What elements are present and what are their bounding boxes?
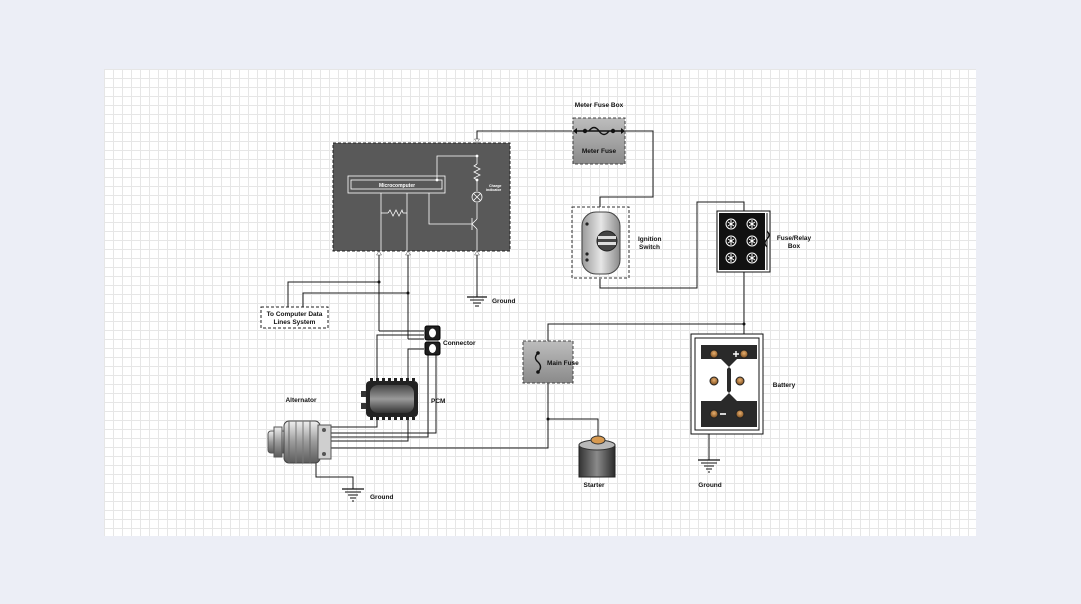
meter-fuse-box[interactable]: Meter Fuse Box Meter Fuse bbox=[572, 102, 626, 165]
charge-indicator-label: Charge bbox=[489, 184, 501, 188]
meter-fuse-box-label: Meter Fuse Box bbox=[575, 102, 624, 109]
junction-dot bbox=[435, 178, 439, 182]
ecu-internal-circuit bbox=[347, 155, 478, 251]
arrow-icon bbox=[621, 128, 625, 134]
starter-terminal-icon bbox=[590, 435, 606, 445]
junction-dot bbox=[475, 178, 479, 182]
microcomputer-label: Microcomputer bbox=[379, 183, 415, 189]
negative-terminal-icon bbox=[709, 409, 719, 419]
pcm-label: PCM bbox=[431, 398, 445, 405]
ground-ecu-label: Ground bbox=[492, 298, 515, 305]
terminal-arrow-icon bbox=[474, 138, 480, 144]
ignition-switch-label-2: Switch bbox=[639, 244, 660, 251]
circuit-diagram: Meter Fuse Box Meter Fuse bbox=[260, 102, 812, 502]
computer-data-box[interactable]: To Computer Data Lines System bbox=[260, 306, 329, 329]
resistor-icon bbox=[387, 208, 404, 217]
terminal-arrow-icon bbox=[376, 250, 382, 256]
meter-fuse-body bbox=[572, 117, 626, 165]
terminal-arrow-icon bbox=[405, 250, 411, 256]
ground-battery: Ground bbox=[698, 459, 722, 489]
connector-label: Connector bbox=[443, 340, 476, 347]
starter-label: Starter bbox=[584, 482, 605, 489]
fuse-terminal-icon bbox=[582, 128, 588, 134]
diagram-canvas: Meter Fuse Box Meter Fuse bbox=[104, 69, 976, 536]
relay-coil-icon bbox=[764, 230, 770, 248]
ecu-block[interactable]: Microcomputer Charge indicator bbox=[332, 138, 511, 256]
positive-terminal-icon bbox=[739, 349, 749, 359]
relay-fuse-grid bbox=[725, 218, 758, 264]
pcm[interactable]: PCM bbox=[361, 378, 445, 420]
ground-battery-label: Ground bbox=[698, 482, 721, 489]
ground-alternator-label: Ground bbox=[370, 494, 393, 501]
fuse-relay-label-2: Box bbox=[788, 243, 801, 250]
main-fuse-label: Main Fuse bbox=[547, 360, 579, 367]
main-fuse[interactable]: Main Fuse bbox=[522, 340, 579, 384]
ground-ecu: Ground bbox=[467, 291, 515, 307]
connector[interactable]: Connector bbox=[424, 325, 476, 356]
meter-fuse-label: Meter Fuse bbox=[582, 148, 617, 155]
starter[interactable]: Starter bbox=[578, 435, 616, 489]
battery[interactable]: Battery bbox=[690, 333, 796, 435]
wire-junctions bbox=[377, 280, 746, 421]
charge-indicator-label-2: indicator bbox=[486, 188, 502, 192]
fuse-terminal-icon bbox=[610, 128, 616, 134]
plus-icon bbox=[733, 351, 739, 357]
fuse-element-icon bbox=[588, 126, 610, 136]
wiring bbox=[287, 130, 745, 489]
computer-data-label-2: Lines System bbox=[274, 319, 316, 326]
resistor-icon bbox=[473, 163, 481, 181]
pcm-pins bbox=[370, 378, 415, 420]
pcm-body bbox=[370, 385, 414, 413]
fuse-element-icon bbox=[534, 352, 542, 373]
ground-alternator: Ground bbox=[342, 488, 393, 502]
alternator[interactable]: Alternator bbox=[267, 397, 332, 464]
computer-data-label-1: To Computer Data bbox=[267, 311, 323, 318]
ignition-switch[interactable]: Ignition Switch bbox=[571, 206, 661, 279]
lamp-icon bbox=[471, 191, 483, 203]
alternator-label: Alternator bbox=[285, 397, 317, 404]
fuse-relay-box[interactable]: Fuse/Relay Box bbox=[716, 210, 812, 273]
terminal-arrow-icon bbox=[474, 250, 480, 256]
connector-pin-icon bbox=[429, 328, 436, 338]
connector-pin-icon bbox=[429, 344, 436, 353]
fuse-relay-label-1: Fuse/Relay bbox=[777, 235, 812, 242]
junction-dot bbox=[475, 154, 479, 158]
arrow-icon bbox=[573, 128, 577, 134]
ignition-switch-label-1: Ignition bbox=[638, 236, 661, 243]
battery-cells bbox=[701, 345, 757, 427]
key-cylinder-icon bbox=[596, 230, 618, 252]
ecu-body bbox=[332, 142, 511, 252]
battery-label: Battery bbox=[773, 382, 796, 389]
